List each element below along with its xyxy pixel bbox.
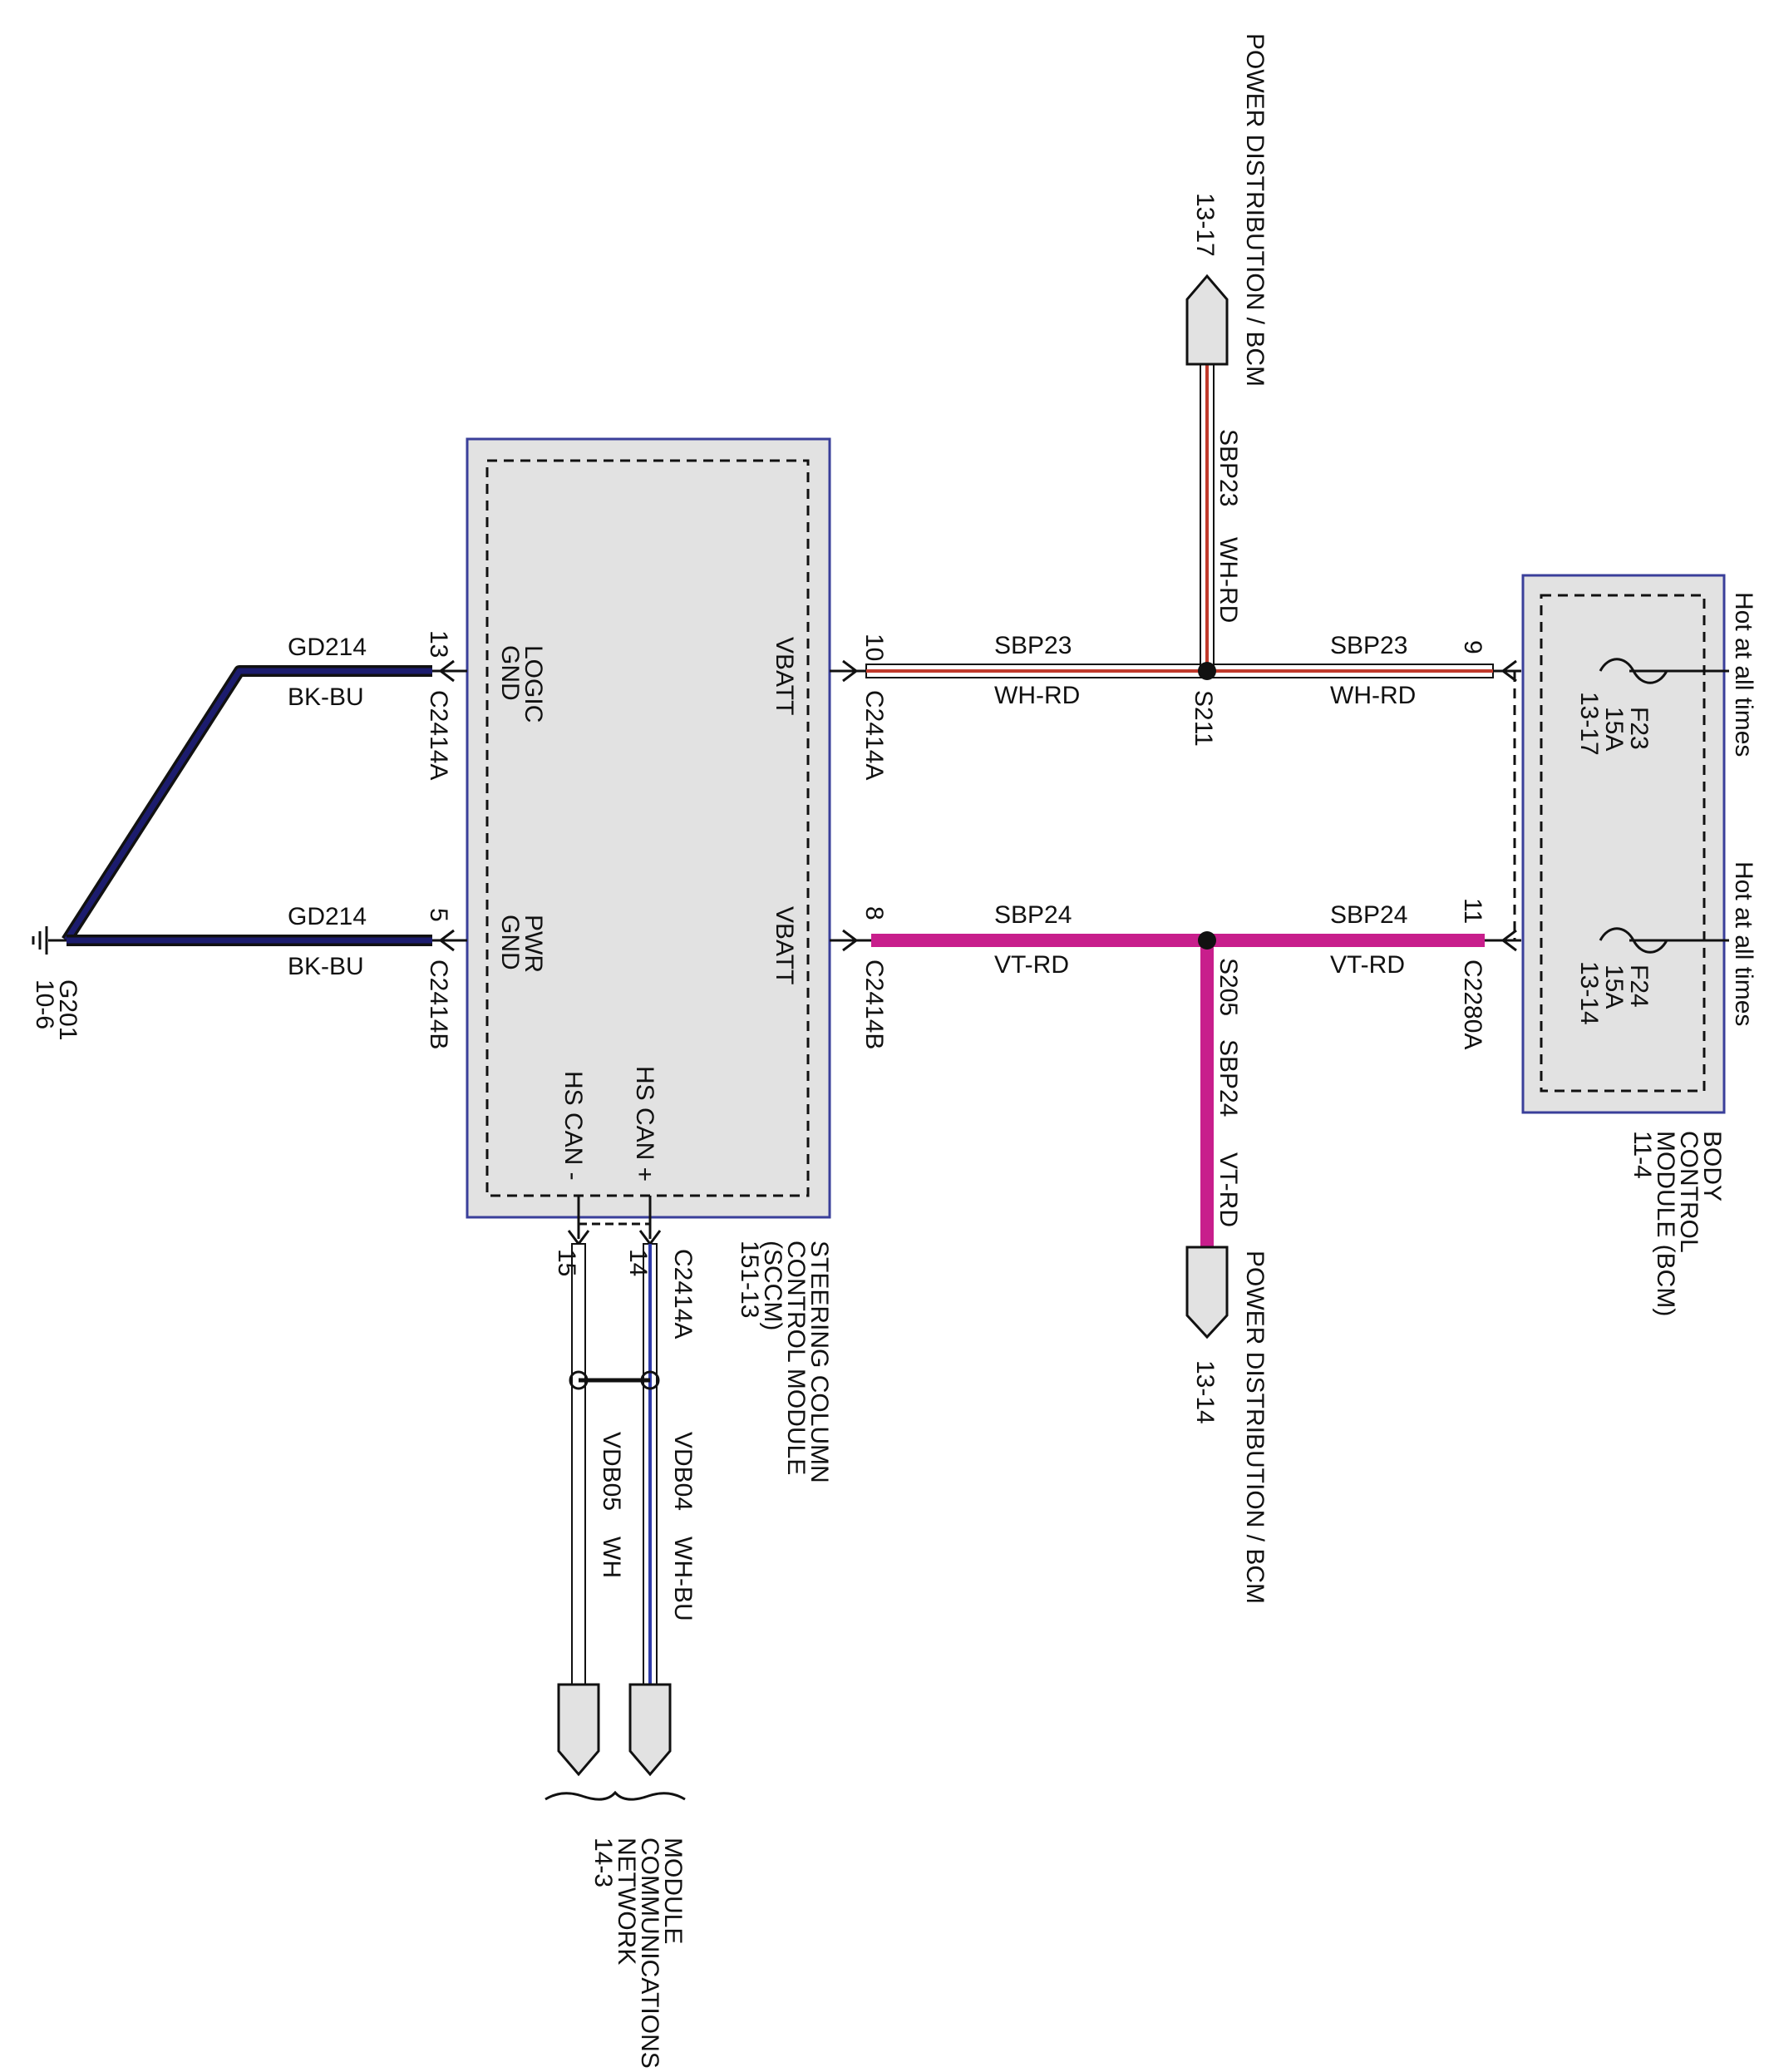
mcn-brace-icon <box>544 1790 686 1801</box>
wire-label-whrd-a: WH-RD <box>1330 682 1416 709</box>
pd-bottom-connector <box>1185 1246 1229 1339</box>
wire-gd214-logic-gnd-core <box>64 668 432 942</box>
wire-label-bkbu-b: BK-BU <box>288 953 364 980</box>
bcm-label-line4: 11-4 <box>1629 1131 1656 1179</box>
sccm-c2414b-gnd: C2414B <box>425 960 452 1049</box>
mcn-label-line1: MODULE <box>659 1838 687 1944</box>
sccm-logic-label-2: GND <box>496 645 524 701</box>
wire-label-sbp24-b: SBP24 <box>994 901 1072 929</box>
wire-label-gd214-b: GD214 <box>288 903 367 930</box>
splice-s211 <box>1198 662 1216 680</box>
bcm-label-line3: MODULE (BCM) <box>1652 1131 1679 1316</box>
pd-top-connector <box>1185 274 1229 366</box>
sccm-logic-label-1: LOGIC <box>520 645 547 723</box>
sccm-hscan-plus-label: HS CAN + <box>631 1066 658 1182</box>
bcm-outer-box <box>1521 574 1726 1114</box>
sccm-vbatt1-arrow <box>842 659 859 683</box>
pd-bottom-title: POWER DISTRIBUTION / BCM <box>1241 1251 1269 1604</box>
wire-label-wh: WH <box>598 1537 625 1578</box>
f24-fuse-icon <box>1599 927 1668 954</box>
bcm-label-line2: CONTROL <box>1675 1131 1702 1253</box>
bcm-module <box>1521 574 1726 1114</box>
wire-label-gd214-a: GD214 <box>288 634 367 661</box>
can-pin-14: 14 <box>624 1249 652 1276</box>
sccm-c2414a-vbatt: C2414A <box>860 690 888 780</box>
bcm-pin-11: 11 <box>1459 898 1486 924</box>
mcn-connector-plus <box>628 1683 672 1777</box>
vert-label-sbp23: SBP23 <box>1215 429 1242 506</box>
splice-s205-label: S205 <box>1215 958 1242 1016</box>
wire-label-sbp23-a: SBP23 <box>1330 632 1407 659</box>
f24-name: F24 <box>1625 964 1653 1008</box>
sccm-module <box>466 437 831 1219</box>
wire-label-sbp23-b: SBP23 <box>994 632 1072 659</box>
splice-s205 <box>1198 931 1216 950</box>
c2280a-label: C2280A <box>1459 960 1486 1049</box>
bcm-label-line1: BODY <box>1698 1131 1726 1201</box>
can-c2414a: C2414A <box>669 1249 697 1339</box>
sccm-label-line1: STEERING COLUMN <box>806 1241 833 1483</box>
wire-label-vtrd-b: VT-RD <box>994 951 1069 979</box>
wire-label-whrd-b: WH-RD <box>994 682 1080 709</box>
wire-sbp23-s211-to-sccm <box>865 664 1208 678</box>
wire-vdb05-wh <box>571 1243 586 1685</box>
wire-label-vtrd-a: VT-RD <box>1330 951 1405 979</box>
sccm-vbatt2-arrow <box>842 929 859 952</box>
wire-sbp23-s211-to-pd-top <box>1200 363 1215 672</box>
sccm-label-line2: CONTROL MODULE <box>782 1241 810 1475</box>
pd-bottom-ref: 13-14 <box>1191 1360 1219 1424</box>
mcn-label-line2: COMMUNICATIONS <box>636 1838 663 2069</box>
sccm-hscan-minus-label: HS CAN - <box>559 1071 587 1181</box>
ground-g201-ref: 10-6 <box>31 979 58 1029</box>
vert-label-vtrd: VT-RD <box>1215 1152 1242 1227</box>
f23-amp: 15A <box>1600 707 1628 751</box>
sccm-pwr-label-2: GND <box>496 915 524 970</box>
wire-label-bkbu-a: BK-BU <box>288 683 364 711</box>
hot-at-all-times-label-1: Hot at all times <box>1730 592 1757 757</box>
hot-at-all-times-label-2: Hot at all times <box>1730 861 1757 1026</box>
sccm-logic-gnd-arrow <box>438 659 455 683</box>
f24-amp: 15A <box>1600 964 1628 1009</box>
sccm-inner-dashed-box <box>485 459 810 1197</box>
sccm-pwr-label-1: PWR <box>520 915 547 973</box>
wire-sbp23-bcm-to-s211 <box>1206 664 1494 678</box>
mcn-label-line4: 14-3 <box>589 1838 617 1887</box>
splice-s211-label: S211 <box>1190 690 1217 747</box>
bcm-inner-dashed-box <box>1540 594 1706 1093</box>
sccm-vbatt-label-1: VBATT <box>771 637 798 715</box>
wire-label-whbu: WH-BU <box>669 1537 697 1621</box>
sccm-c2414b-vbatt: C2414B <box>860 960 888 1049</box>
f24-ref: 13-14 <box>1575 961 1603 1025</box>
can-pin-15: 15 <box>553 1249 580 1276</box>
wire-vdb04-whbu <box>643 1243 658 1685</box>
vert-label-sbp24: SBP24 <box>1215 1039 1242 1117</box>
sccm-label-line4: 151-13 <box>736 1241 763 1318</box>
wire-label-vdb04: VDB04 <box>669 1432 697 1511</box>
f23-ref: 13-17 <box>1575 692 1603 756</box>
wire-label-sbp24-a: SBP24 <box>1330 901 1407 929</box>
mcn-connector-minus <box>557 1683 600 1777</box>
pd-top-ref: 13-17 <box>1191 193 1219 257</box>
sccm-vbatt-label-2: VBATT <box>771 906 798 984</box>
wire-label-vdb05: VDB05 <box>598 1432 625 1511</box>
sccm-label-line3: (SCCM) <box>759 1241 786 1330</box>
sccm-c2414a-gnd: C2414A <box>425 690 452 780</box>
wire-gd214-logic-gnd <box>62 665 432 944</box>
sccm-pin-13: 13 <box>425 630 452 658</box>
pd-top-title: POWER DISTRIBUTION / BCM <box>1241 33 1269 387</box>
ground-icon <box>32 926 67 955</box>
sccm-pwr-gnd-arrow <box>438 929 455 952</box>
vert-label-whrd: WH-RD <box>1215 537 1242 623</box>
f23-fuse-icon <box>1599 658 1668 684</box>
sccm-outer-box <box>466 437 831 1219</box>
sccm-pin-5: 5 <box>425 908 452 922</box>
f23-name: F23 <box>1625 707 1653 750</box>
mcn-label-line3: NETWORK <box>613 1838 640 1965</box>
sccm-pin-10: 10 <box>860 634 888 661</box>
sccm-pin-8: 8 <box>860 906 888 920</box>
ground-g201-label: G201 <box>54 979 81 1040</box>
bcm-pin-9: 9 <box>1459 640 1486 654</box>
